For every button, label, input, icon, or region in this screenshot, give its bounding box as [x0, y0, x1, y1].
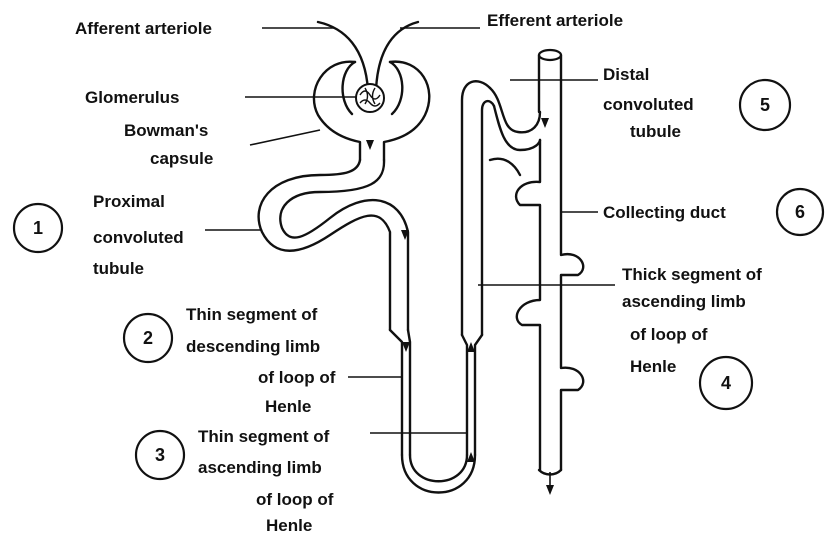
marker-4: 4 — [700, 357, 752, 409]
label-glomerulus: Glomerulus — [85, 88, 179, 107]
thick-ascending-limb-left — [462, 81, 490, 335]
collecting-duct-top — [539, 50, 561, 60]
distal-tubule-top-join — [490, 159, 520, 175]
label-thin-descending-2: descending limb — [186, 337, 320, 356]
marker-3: 3 — [136, 431, 184, 479]
label-distal-3: tubule — [630, 122, 681, 141]
label-bowmans-capsule-1: Bowman's — [124, 121, 208, 140]
marker-2: 2 — [124, 314, 172, 362]
label-bowmans-capsule-2: capsule — [150, 149, 213, 168]
label-thick-ascending-3: of loop of — [630, 325, 708, 344]
marker-6-number: 6 — [795, 202, 805, 222]
label-collecting-duct: Collecting duct — [603, 203, 726, 222]
marker-6: 6 — [777, 189, 823, 235]
marker-4-number: 4 — [721, 373, 731, 393]
label-thick-ascending-1: Thick segment of — [622, 265, 762, 284]
label-distal-2: convoluted — [603, 95, 694, 114]
label-thin-ascending-4: Henle — [266, 516, 312, 535]
label-distal-1: Distal — [603, 65, 649, 84]
loop-of-henle-inner — [410, 455, 467, 481]
glomerulus — [356, 84, 384, 112]
label-proximal-3: tubule — [93, 259, 144, 278]
label-thin-descending-4: Henle — [265, 397, 311, 416]
loop-of-henle-outer — [402, 455, 475, 493]
flow-arrow — [546, 485, 554, 495]
label-thick-ascending-2: ascending limb — [622, 292, 746, 311]
label-efferent-arteriole: Efferent arteriole — [487, 11, 623, 30]
flow-arrow — [541, 118, 549, 128]
leader-bowmans — [250, 130, 320, 145]
distal-convoluted-tubule-outer — [490, 88, 540, 132]
label-afferent-arteriole: Afferent arteriole — [75, 19, 212, 38]
label-thick-ascending-4: Henle — [630, 357, 676, 376]
label-proximal-1: Proximal — [93, 192, 165, 211]
label-thin-ascending-1: Thin segment of — [198, 427, 330, 446]
thin-ascending-limb-right — [475, 335, 482, 455]
marker-1: 1 — [14, 204, 62, 252]
flow-arrow — [366, 140, 374, 150]
label-thin-descending-1: Thin segment of — [186, 305, 318, 324]
label-proximal-2: convoluted — [93, 228, 184, 247]
marker-5: 5 — [740, 80, 790, 130]
thick-ascending-limb-right — [482, 101, 494, 335]
thin-descending-limb-left — [390, 330, 402, 455]
marker-5-number: 5 — [760, 95, 770, 115]
collecting-duct-left — [516, 55, 540, 470]
thin-descending-limb-right — [408, 330, 410, 455]
label-thin-ascending-2: ascending limb — [198, 458, 322, 477]
label-thin-descending-3: of loop of — [258, 368, 336, 387]
collecting-duct-right — [561, 55, 583, 470]
label-thin-ascending-3: of loop of — [256, 490, 334, 509]
efferent-arteriole — [376, 22, 418, 90]
marker-1-number: 1 — [33, 218, 43, 238]
marker-3-number: 3 — [155, 445, 165, 465]
thin-ascending-limb-left — [462, 335, 467, 455]
marker-2-number: 2 — [143, 328, 153, 348]
